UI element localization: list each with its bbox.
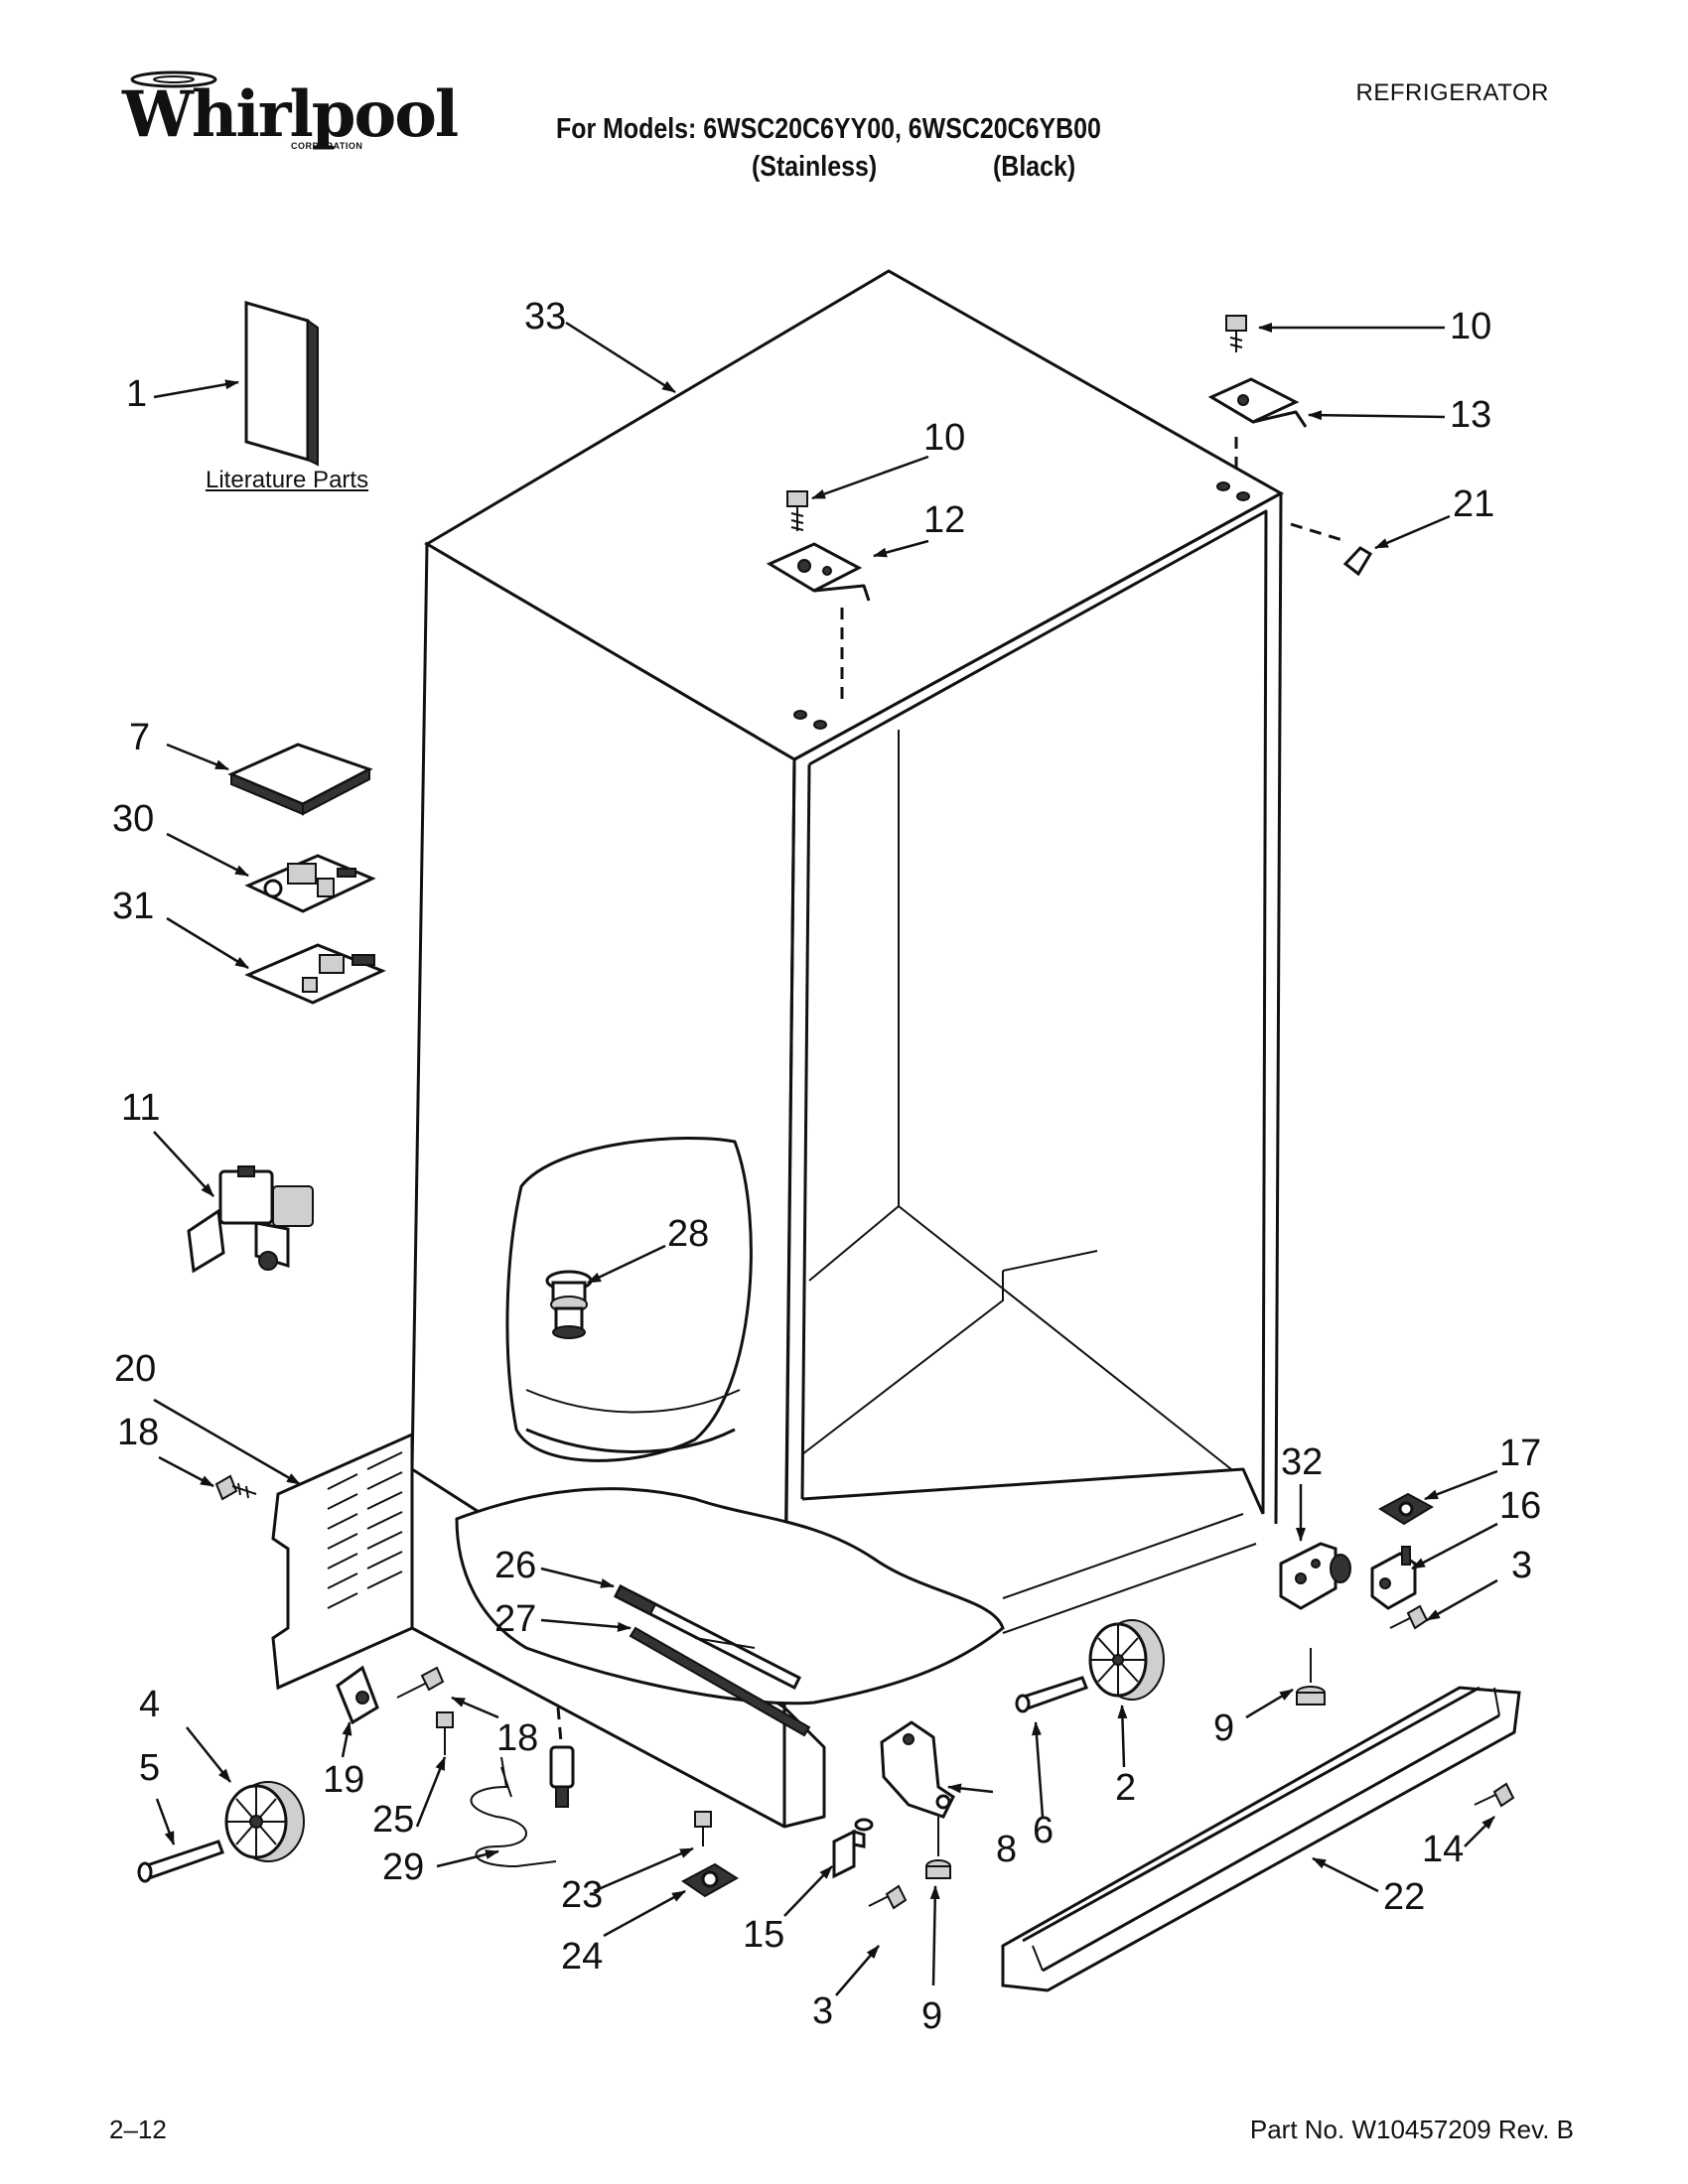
plug-21 — [1342, 546, 1373, 577]
screw-25 — [436, 1711, 454, 1755]
rear-panel-20 — [271, 1432, 414, 1691]
hinge-pin-16 — [1370, 1546, 1417, 1610]
callout-20: 20 — [114, 1348, 157, 1390]
callout-4: 4 — [139, 1684, 161, 1725]
callout-6: 6 — [1033, 1810, 1055, 1851]
callout-23: 23 — [561, 1874, 604, 1916]
axle-5 — [137, 1840, 224, 1883]
control-board-31 — [244, 943, 386, 1005]
upper-hinge-13 — [1207, 377, 1308, 428]
bracket-15 — [832, 1818, 874, 1879]
control-board-30 — [244, 854, 376, 913]
callout-10-right: 10 — [1450, 306, 1492, 347]
callout-3-lower: 3 — [812, 1990, 834, 2032]
callout-13: 13 — [1450, 394, 1492, 436]
clip-19 — [336, 1665, 379, 1725]
callout-26: 26 — [494, 1545, 537, 1586]
callout-22: 22 — [1383, 1876, 1426, 1918]
base-grille-22 — [1001, 1686, 1521, 1992]
whirlpool-logo: Whirlpool CORPORATION — [114, 69, 459, 159]
literature-booklet — [244, 301, 319, 467]
callout-18-panel: 18 — [117, 1412, 160, 1453]
screw-3-upper — [1389, 1604, 1429, 1630]
callout-19: 19 — [323, 1759, 365, 1801]
part-number: Part No. W10457209 Rev. B — [1249, 2115, 1574, 2144]
leveling-foot-9-lower — [925, 1817, 951, 1879]
category-label: REFRIGERATOR — [1355, 79, 1549, 106]
finish-stainless: (Stainless) — [752, 151, 878, 183]
callout-25: 25 — [372, 1799, 415, 1841]
screw-3-lower — [868, 1884, 908, 1910]
callout-9-lower: 9 — [921, 1995, 943, 2037]
roller-2 — [1088, 1619, 1165, 1701]
callout-31: 31 — [112, 886, 155, 927]
literature-parts-label: Literature Parts — [206, 467, 369, 493]
screw-23 — [694, 1811, 712, 1846]
models-line: For Models: 6WSC20C6YY00, 6WSC20C6YB00 — [556, 113, 1101, 145]
callout-12: 12 — [923, 499, 966, 541]
callout-30: 30 — [112, 798, 155, 840]
bracket-17 — [1378, 1492, 1435, 1526]
callout-3-upper: 3 — [1511, 1545, 1533, 1586]
callout-2: 2 — [1115, 1767, 1137, 1809]
callout-5: 5 — [139, 1747, 161, 1789]
callout-16: 16 — [1499, 1485, 1542, 1527]
upper-hinge-12 — [766, 542, 871, 602]
brand-subline: CORPORATION — [291, 141, 363, 151]
screw-10-center — [786, 490, 808, 531]
callout-10-center: 10 — [923, 417, 966, 459]
tube-26 — [613, 1583, 802, 1691]
roller-4 — [224, 1781, 305, 1862]
callout-32: 32 — [1281, 1441, 1324, 1483]
callout-33: 33 — [524, 296, 567, 338]
leveling-foot-9-right — [1296, 1648, 1326, 1706]
callout-27: 27 — [494, 1598, 537, 1640]
callout-14: 14 — [1422, 1829, 1465, 1870]
leader-lines — [153, 321, 1498, 1996]
leveling-bracket-8 — [880, 1720, 955, 1819]
axle-6 — [1015, 1676, 1088, 1713]
callout-11: 11 — [121, 1087, 161, 1129]
callout-15: 15 — [743, 1914, 785, 1956]
page-number: 2–12 — [109, 2115, 167, 2144]
callout-1: 1 — [126, 373, 148, 415]
callout-7: 7 — [129, 717, 151, 758]
screw-14 — [1474, 1782, 1515, 1808]
brand-wordmark: Whirlpool — [122, 77, 459, 152]
logo-swirl — [130, 70, 217, 88]
bracket-24 — [681, 1862, 739, 1898]
callout-24: 24 — [561, 1936, 604, 1978]
water-valve-11 — [187, 1165, 314, 1274]
callout-29: 29 — [382, 1846, 425, 1888]
callout-18-lower: 18 — [496, 1717, 539, 1759]
screw-18-panel — [214, 1474, 257, 1501]
callout-21: 21 — [1453, 483, 1495, 525]
callout-8: 8 — [996, 1829, 1018, 1870]
callout-9-right: 9 — [1213, 1707, 1235, 1749]
board-cover-7 — [227, 743, 373, 816]
callout-28: 28 — [667, 1213, 710, 1255]
tube-27 — [629, 1626, 811, 1737]
top-holes — [793, 481, 1250, 730]
screw-10-right — [1225, 315, 1247, 352]
finish-black: (Black) — [993, 151, 1076, 183]
callout-17: 17 — [1499, 1433, 1542, 1474]
hinge-bracket-32 — [1279, 1542, 1351, 1610]
cabinet — [410, 269, 1285, 1829]
screw-18-lower — [396, 1666, 445, 1699]
